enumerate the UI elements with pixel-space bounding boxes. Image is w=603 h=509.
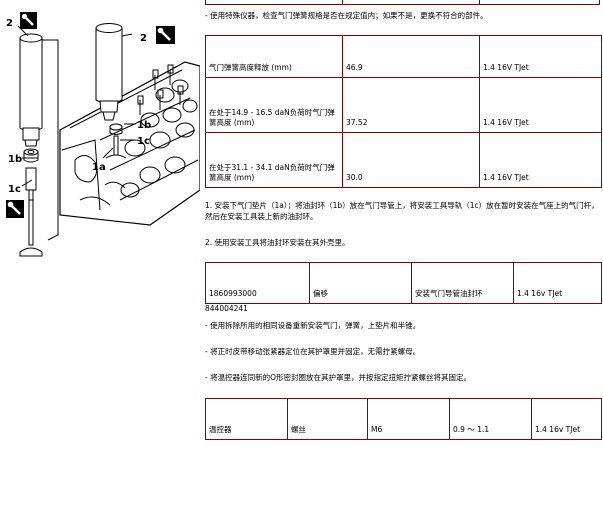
installer-tool-left [19, 33, 43, 147]
installer-tool-right [95, 23, 123, 121]
label-1b-left: 1b [8, 154, 22, 165]
label-2-right: 2 [140, 33, 147, 44]
spec-engine: 1.4 16V TJet [479, 77, 602, 133]
oil-seal-1b-installed [109, 123, 123, 135]
guide-1c-left [25, 167, 37, 201]
label-1a: 1a [92, 162, 106, 173]
table-row: 在处于31.1 - 34.1 daN负荷时气门弹簧高度 (mm) 30.0 1.… [205, 132, 602, 188]
tensioner-text: - 将正时皮带移动张紧器定位在其护罩里并固定，无需拧紧螺母。 [205, 347, 421, 356]
wrench-icon [20, 12, 37, 29]
wrench-icon [156, 26, 175, 44]
table-row: 气门弹簧高度释放 (mm) 46.9 1.4 16V TJet [205, 35, 602, 78]
torque-value: 0.9 ～ 1.1 [449, 398, 532, 440]
spec-engine: 1.4 16V TJet [479, 35, 602, 78]
tool-engine: 1.4 16v TJet [513, 262, 602, 304]
tool-description: 安装气门导管油封环 [411, 262, 514, 304]
torque-engine: 1.4 16v TJet [531, 398, 602, 440]
valve-seal-installation-figure: 2 2 1b 1c 1a 1b 1c [6, 12, 200, 257]
intro-text: - 使用特殊仪器，检查气门弹簧规格是否在规定值内；如果不是，更换不符合的部件。 [205, 11, 488, 20]
procedure-code: 844004241 [205, 304, 248, 313]
previous-table-bottom-edge [205, 0, 600, 5]
spec-engine: 1.4 16V TJet [479, 132, 602, 188]
oil-seal-1b-left [23, 148, 39, 163]
torque-fastener: 螺丝 [287, 398, 368, 440]
label-1c-left: 1c [8, 184, 21, 195]
label-1b-right: 1b [137, 120, 151, 131]
cylinder-head-illustration [59, 61, 200, 226]
torque-component: 温控器 [205, 398, 288, 440]
spec-value: 37.52 [342, 77, 480, 133]
label-2-left: 2 [6, 18, 13, 29]
spec-label: 气门弹簧高度释放 (mm) [205, 35, 343, 78]
thermostat-text: - 将温控器连同新的O形密封圈放在其护罩里，并按指定扭矩拧紧螺丝将其固定。 [205, 373, 471, 382]
torque-table: 温控器 螺丝 M6 0.9 ～ 1.1 1.4 16v TJet [205, 398, 602, 440]
spec-label: 在处于31.1 - 34.1 daN负荷时气门弹簧高度 (mm) [205, 132, 343, 188]
tool-table: 1860993000 偏移 安装气门导管油封环 1.4 16v TJet [205, 262, 602, 304]
spec-label: 在处于14.9 - 16.5 daN负荷时气门弹簧高度 (mm) [205, 77, 343, 133]
spec-value: 30.0 [342, 132, 480, 188]
spring-spec-table: 气门弹簧高度释放 (mm) 46.9 1.4 16V TJet 在处于14.9 … [205, 35, 602, 188]
table-row: 温控器 螺丝 M6 0.9 ～ 1.1 1.4 16v TJet [205, 398, 602, 440]
table-row: 在处于14.9 - 16.5 daN负荷时气门弹簧高度 (mm) 37.52 1… [205, 77, 602, 133]
label-1c-right: 1c [137, 136, 150, 147]
step-1-text: 1. 安装下气门垫片（1a）；将油封环（1b）放在气门导管上，将安装工具导轨（1… [205, 201, 599, 221]
tool-code: 1860993000 [205, 262, 310, 304]
spec-value: 46.9 [342, 35, 480, 78]
tool-type: 偏移 [309, 262, 412, 304]
reinstall-valves-text: - 使用拆除所用的相同设备重新安装气门，弹簧，上垫片和半锥。 [205, 321, 421, 330]
step-2-text: 2. 使用安装工具将油封环安装在其外壳里。 [205, 238, 350, 247]
table-row: 1860993000 偏移 安装气门导管油封环 1.4 16v TJet [205, 262, 602, 304]
wrench-icon [6, 200, 24, 218]
valve-left [19, 199, 43, 257]
torque-thread: M6 [367, 398, 450, 440]
